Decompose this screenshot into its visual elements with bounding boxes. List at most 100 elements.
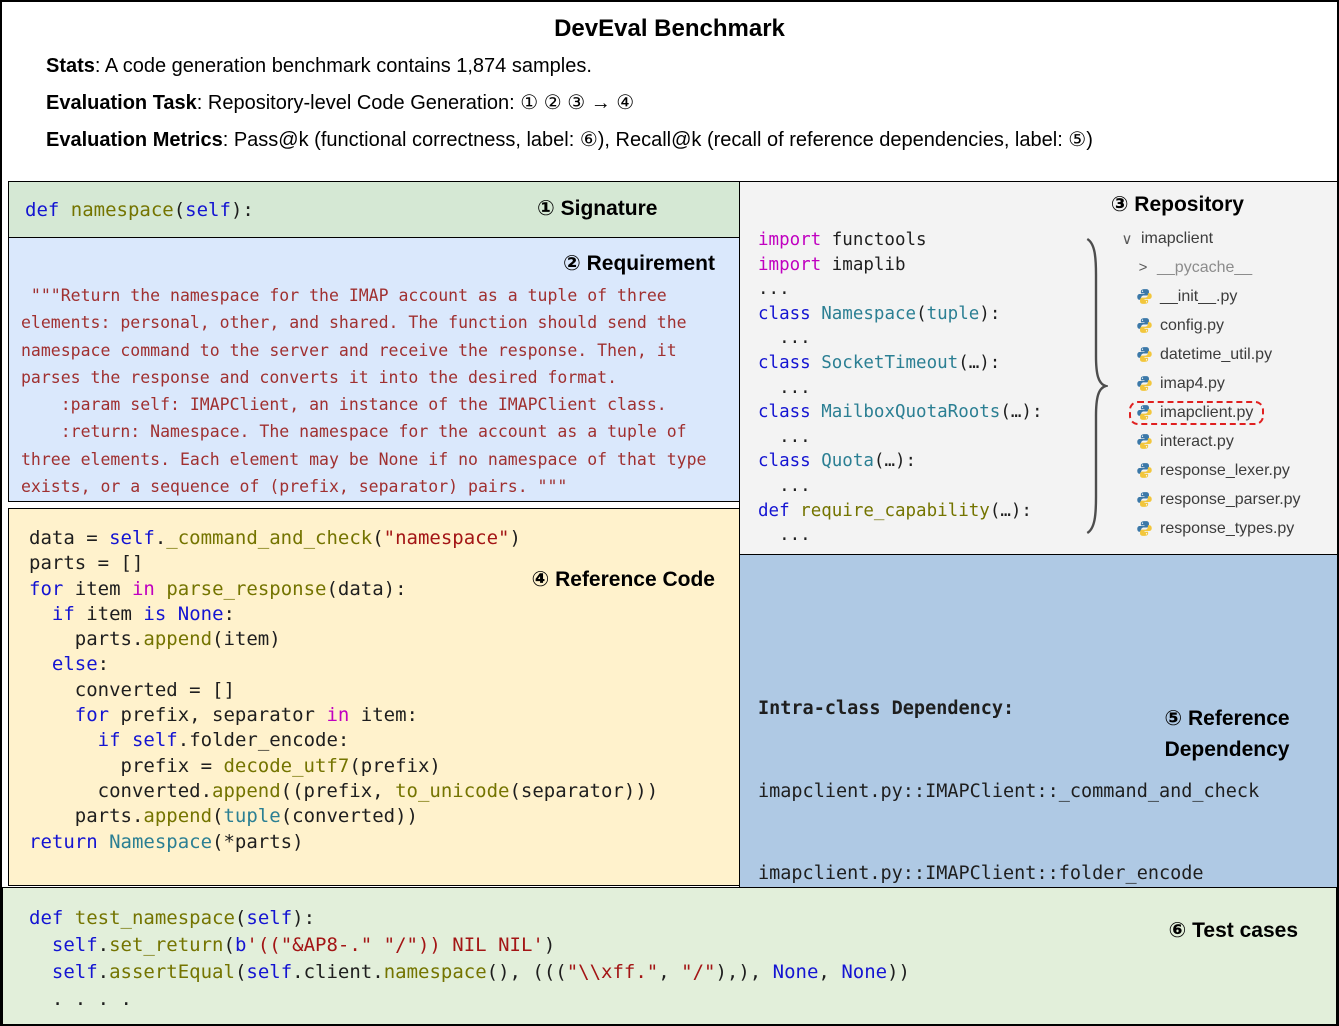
- code-line: ...: [758, 475, 811, 496]
- tree-file-label: response_parser.py: [1160, 490, 1301, 508]
- code-line: self.assertEqual(self.client.namespace()…: [51, 961, 910, 983]
- code-line: if self.folder_encode:: [97, 729, 350, 752]
- tree-file-init: __init__.py: [1120, 282, 1334, 311]
- dependency-list: Intra-class Dependency: imapclient.py::I…: [740, 555, 1337, 1024]
- evaluation-metrics-text: : Pass@k (functional correctness, label:…: [222, 129, 1093, 151]
- figure-title: DevEval Benchmark: [554, 15, 785, 42]
- tree-file-label: imap4.py: [1160, 374, 1225, 392]
- signature-code: def namespace(self):: [25, 199, 254, 221]
- code-line: converted.append((prefix, to_unicode(sep…: [29, 779, 659, 802]
- tree-file-config: config.py: [1120, 311, 1334, 340]
- python-file-icon: [1137, 405, 1152, 420]
- stats-line: Stats: A code generation benchmark conta…: [46, 52, 1337, 80]
- evaluation-task-line: Evaluation Task: Repository-level Code G…: [46, 89, 1337, 117]
- stats-text: : A code generation benchmark contains 1…: [94, 55, 592, 77]
- tree-file-response-parser: response_parser.py: [1120, 485, 1334, 514]
- code-line: for item in parse_response(data):: [29, 577, 407, 600]
- python-file-icon: [1137, 289, 1152, 304]
- tree-file-response-lexer: response_lexer.py: [1120, 456, 1334, 485]
- figure-header: DevEval Benchmark Stats: A code generati…: [2, 2, 1337, 181]
- tree-file-datetime-util: datetime_util.py: [1120, 340, 1334, 369]
- dependency-item: imapclient.py::IMAPClient::folder_encode: [758, 863, 1204, 884]
- code-line: ...: [758, 525, 811, 546]
- tree-folder-imapclient: ∨ imapclient: [1120, 224, 1334, 253]
- repository-label: ③ Repository: [1110, 193, 1244, 216]
- tree-file-interact: interact.py: [1120, 427, 1334, 456]
- test-cases-label: ⑥ Test cases: [1168, 919, 1298, 942]
- code-line: exists, or a sequence of (prefix, separa…: [21, 477, 568, 497]
- code-line: import functools: [758, 230, 927, 250]
- evaluation-task-label: Evaluation Task: [46, 92, 197, 114]
- code-line: class MailboxQuotaRoots(…):: [758, 402, 1043, 423]
- requirement-label: ② Requirement: [563, 252, 715, 275]
- code-line: def require_capability(…):: [758, 500, 1032, 521]
- tree-file-label: response_lexer.py: [1160, 461, 1290, 479]
- repository-panel: ③ Repository import functools import imap…: [739, 181, 1337, 555]
- tree-file-label: interact.py: [1160, 432, 1234, 450]
- tree-folder-label: __pycache__: [1157, 258, 1253, 276]
- test-cases-panel: def test_namespace(self): self.set_retur…: [2, 887, 1337, 1024]
- code-line: class Quota(…):: [758, 451, 917, 472]
- reference-code: data = self._command_and_check("namespac…: [9, 509, 739, 855]
- tree-file-imap4: imap4.py: [1120, 369, 1334, 398]
- code-line: prefix = decode_utf7(prefix): [29, 754, 441, 777]
- code-line: . . . .: [29, 988, 132, 1010]
- highlight-dashed-box: imapclient.py: [1129, 400, 1265, 425]
- reference-code-label: ④ Reference Code: [531, 568, 715, 591]
- dependency-item: imapclient.py::IMAPClient::_command_and_…: [758, 780, 1260, 802]
- python-file-icon: [1137, 347, 1152, 362]
- python-file-icon: [1137, 434, 1152, 449]
- code-line: :param self: IMAPClient, an instance of …: [21, 395, 667, 415]
- code-line: class SocketTimeout(…):: [758, 352, 1001, 373]
- reference-dependency-label-line2: Dependency: [1164, 738, 1290, 761]
- code-line: parts.append(item): [29, 628, 281, 651]
- python-file-icon: [1137, 376, 1152, 391]
- code-line: ...: [758, 377, 811, 398]
- reference-code-panel: data = self._command_and_check("namespac…: [8, 508, 740, 886]
- code-line: parses the response and converts it into…: [21, 367, 618, 387]
- reference-dependency-label: ⑤ Reference Dependency: [1142, 703, 1312, 765]
- dependency-section-title: Intra-class Dependency:: [758, 698, 1015, 719]
- python-file-icon: [1137, 492, 1152, 507]
- evaluation-metrics-label: Evaluation Metrics: [46, 129, 223, 151]
- chevron-down-icon: ∨: [1121, 230, 1133, 248]
- chevron-right-icon: >: [1138, 259, 1148, 276]
- code-line: return Namespace(*parts): [29, 830, 304, 853]
- tree-file-label: config.py: [1160, 316, 1225, 334]
- code-line: three elements. Each element may be None…: [21, 449, 707, 469]
- code-line: for prefix, separator in item:: [74, 704, 418, 727]
- code-line: converted = []: [29, 678, 235, 701]
- python-file-icon: [1137, 318, 1152, 333]
- code-line: import imaplib: [758, 254, 906, 275]
- code-line: :return: Namespace. The namespace for th…: [21, 422, 687, 442]
- signature-panel: def namespace(self): ① Signature: [8, 181, 740, 238]
- tree-file-label: __init__.py: [1160, 287, 1238, 305]
- tree-folder-label: imapclient: [1141, 229, 1214, 247]
- tree-file-response-types: response_types.py: [1120, 514, 1334, 543]
- reference-dependency-label-line1: ⑤ Reference: [1164, 707, 1290, 730]
- tree-file-imapclient-highlighted: imapclient.py: [1120, 398, 1334, 427]
- grouping-brace: [1084, 236, 1108, 536]
- test-cases-code: def test_namespace(self): self.set_retur…: [3, 888, 1336, 1013]
- tree-file-label: datetime_util.py: [1160, 345, 1273, 363]
- code-line: namespace command to the server and rece…: [21, 340, 677, 360]
- signature-label: ① Signature: [537, 197, 658, 220]
- code-line: ...: [758, 279, 790, 300]
- intra-class-dependency-section: Intra-class Dependency: imapclient.py::I…: [758, 640, 1337, 943]
- tree-file-label: imapclient.py: [1160, 403, 1254, 421]
- code-line: else:: [51, 653, 110, 676]
- tree-file-label: response_types.py: [1160, 519, 1295, 537]
- reference-dependency-panel: Intra-class Dependency: imapclient.py::I…: [739, 554, 1337, 888]
- stats-label: Stats: [46, 55, 95, 77]
- python-file-icon: [1137, 463, 1152, 478]
- tree-folder-pycache: > __pycache__: [1120, 253, 1334, 282]
- requirement-panel: """Return the namespace for the IMAP acc…: [8, 237, 740, 502]
- code-line: data = self._command_and_check("namespac…: [29, 527, 521, 549]
- code-line: def test_namespace(self):: [29, 907, 316, 929]
- code-line: def namespace(self):: [25, 198, 254, 221]
- evaluation-metrics-line: Evaluation Metrics: Pass@k (functional c…: [46, 126, 1337, 154]
- code-line: elements: personal, other, and shared. T…: [21, 313, 687, 333]
- evaluation-task-text: : Repository-level Code Generation: ① ② …: [196, 92, 635, 114]
- requirement-docstring: """Return the namespace for the IMAP acc…: [9, 238, 739, 500]
